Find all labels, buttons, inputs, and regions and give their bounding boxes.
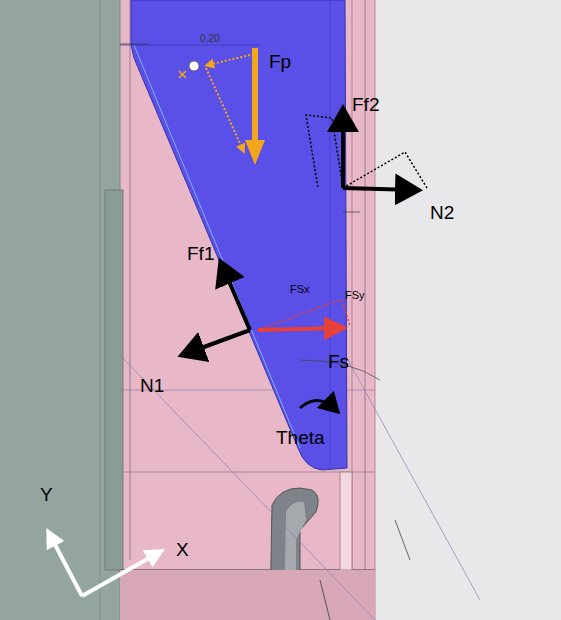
component-label: FSx [290, 284, 310, 295]
angle-label: Theta [276, 428, 325, 447]
force-label: Fs [328, 352, 349, 371]
axis-label: X [176, 540, 189, 559]
force-label: N1 [140, 376, 164, 395]
component-label: FSy [345, 290, 365, 301]
force-label: Ff2 [352, 95, 379, 114]
force-label: N2 [430, 203, 454, 222]
axis-label: Y [40, 485, 53, 504]
force-label: Fp [269, 52, 291, 71]
dimension-value: 0.20 [200, 34, 219, 44]
force-label: Ff1 [187, 244, 214, 263]
